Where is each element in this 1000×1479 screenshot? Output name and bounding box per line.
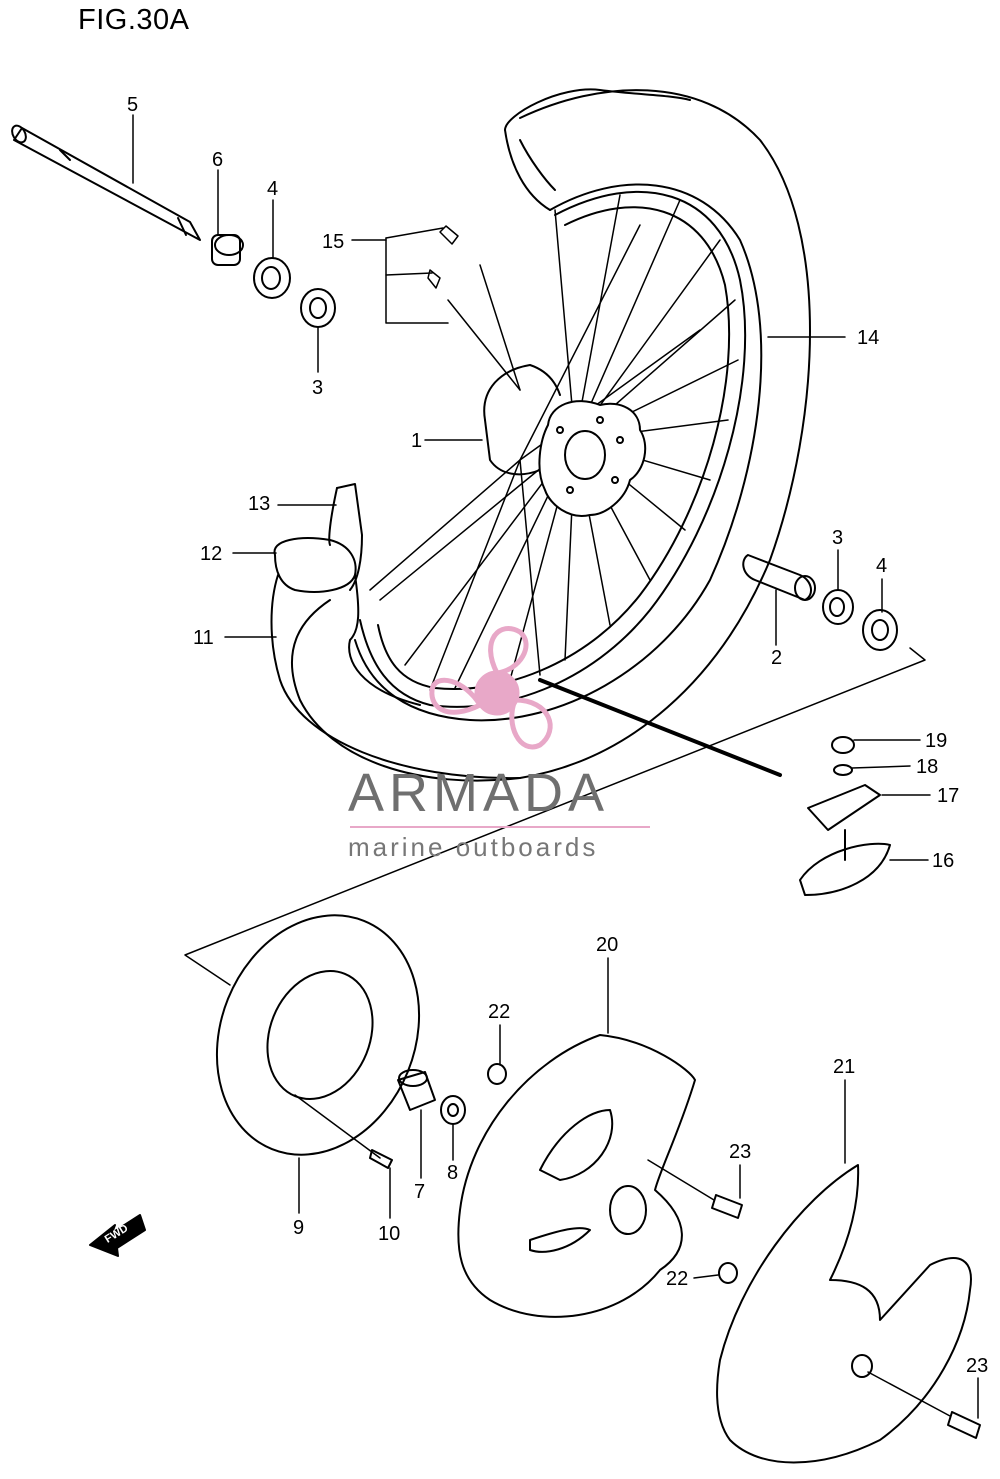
spacer-2 [742,554,816,601]
washer-22-lower [718,1262,738,1284]
rim-lock [799,736,891,896]
pointer-line [538,678,782,777]
callout-3-lower: 3 [832,527,844,549]
watermark-propeller-icon [429,626,553,750]
callout-10: 10 [378,1223,401,1245]
fwd-arrow-icon [89,1214,146,1257]
bracket-15 [385,225,459,324]
callout-8: 8 [447,1162,459,1184]
hub [483,364,647,517]
seal-4-upper [253,257,291,299]
brake-disc [215,914,421,1159]
watermark-brand: ARMADA [348,763,610,823]
callout-15: 15 [322,231,345,253]
callout-4-upper: 4 [267,178,279,200]
washer-22-upper [487,1063,507,1085]
axle [11,124,201,241]
spacer-7 [397,1069,436,1111]
callout-2: 2 [771,647,783,669]
callout-18: 18 [916,756,939,778]
callout-21: 21 [833,1056,856,1078]
callout-1: 1 [411,430,423,452]
bearing-3-upper [300,288,336,328]
callout-3-upper: 3 [312,377,324,399]
callout-20: 20 [596,934,619,956]
disc-cover [457,1034,696,1318]
bearing-3-lower [822,589,854,625]
tire [291,88,811,782]
callout-17: 17 [937,785,960,807]
collar-8 [440,1095,466,1125]
callout-7: 7 [414,1181,426,1203]
callout-9: 9 [293,1217,305,1239]
callout-4-lower: 4 [876,555,888,577]
callout-22-upper: 22 [488,1001,511,1023]
callout-23-upper: 23 [729,1141,752,1163]
bolt-23-lower [947,1411,981,1439]
callout-23-lower: 23 [966,1355,989,1377]
assembly-boundary [184,647,926,986]
figure-title: FIG.30A [78,4,190,36]
watermark-tagline: marine outboards [348,832,599,862]
watermark-divider [350,826,650,828]
seal-4-lower [862,609,898,651]
disc-guard [716,1164,972,1464]
leader-lines [132,114,979,1419]
callout-13: 13 [248,493,271,515]
callout-19: 19 [925,730,948,752]
callout-14: 14 [857,327,880,349]
callout-11: 11 [193,627,214,649]
bolt-23-upper [711,1194,743,1219]
callout-22-lower: 22 [666,1268,689,1290]
callout-12: 12 [200,543,223,565]
spacer-6 [211,234,244,266]
callout-6: 6 [212,149,224,171]
callout-16: 16 [932,850,955,872]
bolt-10 [369,1149,393,1169]
tire-section [270,483,521,780]
callout-5: 5 [127,94,139,116]
